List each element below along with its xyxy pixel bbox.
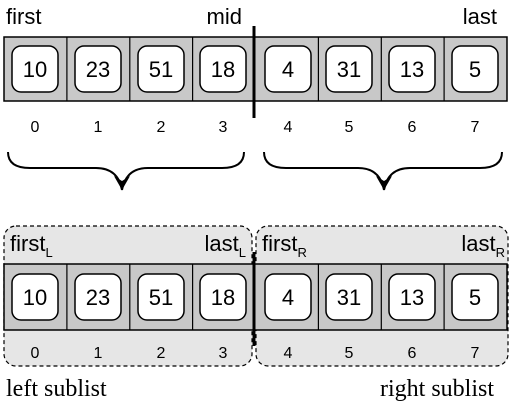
- top-cell-6: 13: [388, 45, 436, 93]
- right-cell-0: 4: [264, 273, 312, 321]
- top-cell-0: 10: [11, 45, 59, 93]
- top-cell-0-value: 10: [23, 57, 47, 82]
- right-cell-1-value: 31: [337, 285, 361, 310]
- top-index-5: 5: [345, 119, 354, 136]
- right-cell-1: 31: [325, 273, 373, 321]
- left-arrowhead: [114, 176, 130, 190]
- left-last-label: lastL: [205, 231, 246, 260]
- left-index-2: 2: [157, 345, 166, 362]
- left-index-0: 0: [31, 345, 40, 362]
- top-cell-5-value: 31: [337, 57, 361, 82]
- right-sublist-caption: right sublist: [380, 376, 494, 402]
- left-index-3: 3: [219, 345, 228, 362]
- left-sublist-caption: left sublist: [6, 376, 107, 402]
- top-index-4: 4: [284, 119, 293, 136]
- top-mid-label: mid: [207, 4, 242, 29]
- top-first-label: first: [6, 4, 41, 29]
- top-cell-2: 51: [137, 45, 185, 93]
- right-index-2: 6: [408, 345, 417, 362]
- top-cell-4-value: 4: [282, 57, 294, 82]
- top-cell-1-value: 23: [86, 57, 110, 82]
- top-last-label: last: [463, 4, 497, 29]
- top-cell-3: 18: [199, 45, 247, 93]
- left-cell-1: 23: [74, 273, 122, 321]
- top-cell-2-value: 51: [149, 57, 173, 82]
- left-first-label: firstL: [10, 231, 53, 260]
- right-cell-3: 5: [451, 273, 499, 321]
- left-brace-arrow: [7, 151, 245, 191]
- right-last-label: lastR: [461, 231, 505, 260]
- left-index-1: 1: [94, 345, 103, 362]
- left-cell-3: 18: [199, 273, 247, 321]
- top-index-7: 7: [471, 119, 480, 136]
- top-cell-7: 5: [451, 45, 499, 93]
- top-index-2: 2: [157, 119, 166, 136]
- right-cell-2: 13: [388, 273, 436, 321]
- left-cell-3-value: 18: [211, 285, 235, 310]
- right-index-1: 5: [345, 345, 354, 362]
- right-index-0: 4: [284, 345, 293, 362]
- left-cell-0-value: 10: [23, 285, 47, 310]
- top-cell-3-value: 18: [211, 57, 235, 82]
- top-cell-7-value: 5: [469, 57, 481, 82]
- right-cell-3-value: 5: [469, 285, 481, 310]
- right-first-label: firstR: [262, 231, 307, 260]
- left-cell-2-value: 51: [149, 285, 173, 310]
- right-index-3: 7: [471, 345, 480, 362]
- left-cell-1-value: 23: [86, 285, 110, 310]
- top-index-3: 3: [219, 119, 228, 136]
- top-index-0: 0: [31, 119, 40, 136]
- top-cell-5: 31: [325, 45, 373, 93]
- top-cell-4: 4: [264, 45, 312, 93]
- right-cell-2-value: 13: [400, 285, 424, 310]
- top-index-1: 1: [94, 119, 103, 136]
- left-cell-2: 51: [137, 273, 185, 321]
- right-cell-0-value: 4: [282, 285, 294, 310]
- top-cell-6-value: 13: [400, 57, 424, 82]
- top-cell-1: 23: [74, 45, 122, 93]
- right-arrowhead: [376, 176, 392, 190]
- left-cell-0: 10: [11, 273, 59, 321]
- top-index-6: 6: [408, 119, 417, 136]
